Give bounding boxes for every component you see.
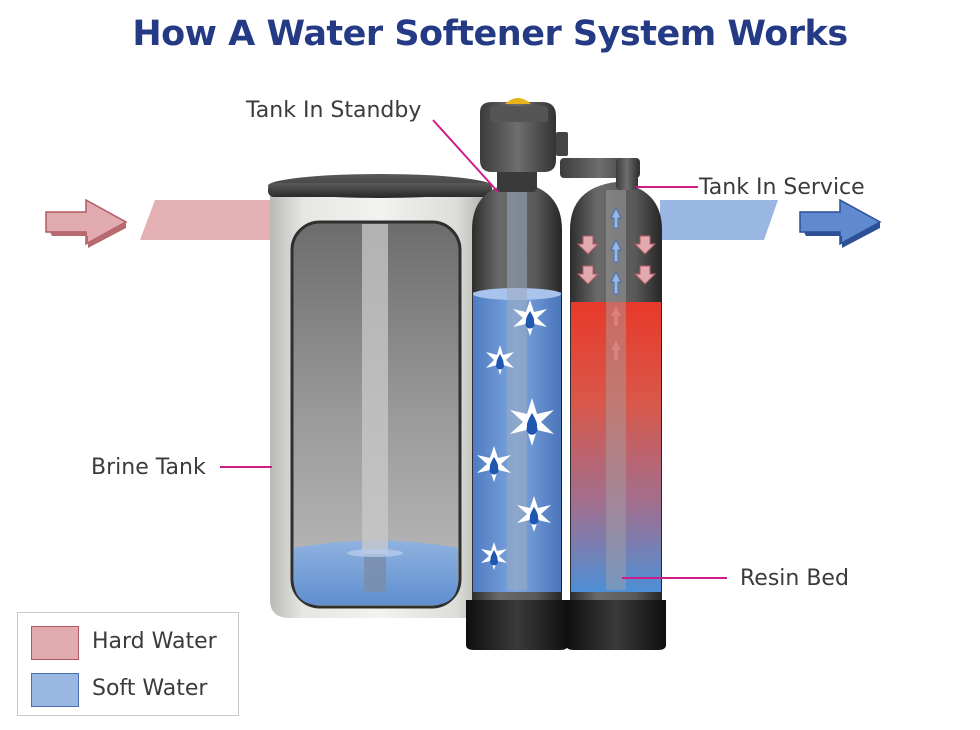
service-tank	[566, 182, 666, 650]
hard-water-pipe	[140, 200, 285, 240]
callout-line-tank-in-standby	[432, 119, 499, 193]
legend-label-soft-water: Soft Water	[92, 676, 208, 701]
legend: Hard Water Soft Water	[17, 612, 239, 716]
callout-tank-in-service: Tank In Service	[699, 175, 865, 200]
ion-exchange-bursts	[477, 300, 554, 570]
standby-tank	[466, 182, 568, 650]
soft-water-swatch	[31, 673, 79, 707]
control-valve	[480, 98, 640, 192]
soft-water-outlet-arrow	[799, 198, 882, 248]
ion-burst	[477, 446, 511, 482]
callout-tank-in-standby: Tank In Standby	[246, 98, 422, 123]
ion-burst	[486, 345, 514, 375]
hard-water-inlet-arrow	[45, 198, 128, 248]
hard-water-swatch	[31, 626, 79, 660]
ion-burst	[517, 496, 551, 532]
callout-resin-bed: Resin Bed	[740, 566, 849, 591]
diagram-title: How A Water Softener System Works	[132, 14, 848, 54]
ion-burst	[513, 300, 547, 336]
callout-brine-tank: Brine Tank	[91, 455, 206, 480]
soft-water-pipe	[660, 200, 778, 240]
ion-burst	[481, 542, 507, 570]
brine-tank	[268, 174, 492, 618]
ion-burst	[510, 398, 554, 446]
legend-label-hard-water: Hard Water	[92, 629, 217, 654]
